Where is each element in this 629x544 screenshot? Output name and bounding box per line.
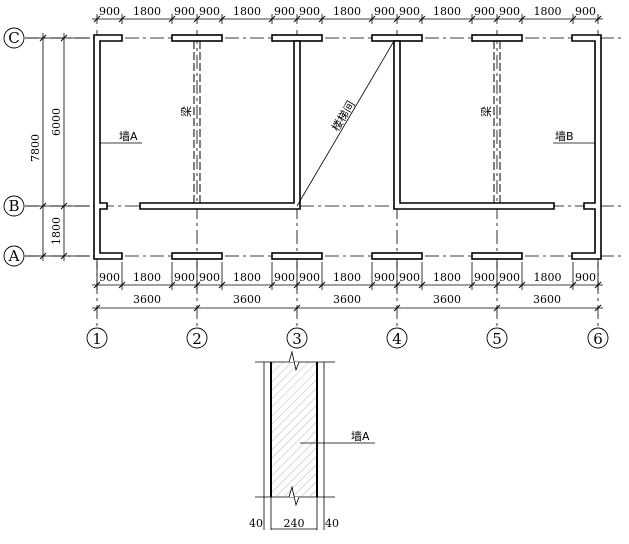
detail-dim-wall: 240 [284, 517, 305, 530]
axis-label-column: 3 [292, 330, 302, 348]
axis-bubble [186, 327, 208, 349]
axis-bubble [386, 327, 408, 349]
bottom-dim-label: 900 [99, 271, 120, 284]
detail-dim-right: 40 [325, 517, 339, 530]
bottom-dim-label: 900 [399, 271, 420, 284]
axis-label-row: B [8, 197, 19, 215]
beam-label-1: 梁 [179, 106, 193, 117]
bottom-dim-label: 1800 [433, 271, 461, 284]
axis-bubble [3, 245, 25, 267]
wall-a-label: 墙A [119, 129, 138, 143]
bay-dim-label: 3600 [333, 293, 361, 306]
dim-tick [60, 252, 68, 260]
bottom-dim-label: 900 [474, 271, 495, 284]
axis-label-column: 2 [192, 330, 202, 348]
bottom-dim-label: 900 [199, 271, 220, 284]
top-dim-label: 900 [274, 5, 295, 18]
axis-bubble [587, 327, 609, 349]
axis-bubble [286, 327, 308, 349]
bottom-dim-label: 1800 [233, 271, 261, 284]
bottom-dim-label: 900 [575, 271, 596, 284]
dim-tick [493, 304, 501, 312]
axis-bubble [86, 327, 108, 349]
bay-dim-label: 3600 [433, 293, 461, 306]
dim-tick [60, 34, 68, 42]
wall-a-detail: 墙A 40 240 40 [249, 350, 375, 530]
stair-label: 楼梯间 [329, 98, 358, 133]
dim-tick [39, 252, 47, 260]
top-dim-label: 900 [575, 5, 596, 18]
detail-wall-label: 墙A [351, 429, 370, 443]
top-dim-label: 900 [399, 5, 420, 18]
beams [193, 41, 501, 203]
top-dim-label: 1800 [433, 5, 461, 18]
axis-label-row: A [8, 247, 20, 265]
bottom-dim-label: 900 [299, 271, 320, 284]
bottom-dim-label: 900 [499, 271, 520, 284]
top-dim-label: 1800 [133, 5, 161, 18]
axis-label-row: C [8, 29, 19, 47]
dim-tick [93, 304, 101, 312]
bay-dim-label: 3600 [233, 293, 261, 306]
dim-1800: 1800 [50, 217, 63, 245]
top-dim-label: 900 [99, 5, 120, 18]
detail-dim-left: 40 [249, 517, 263, 530]
walls [93, 34, 602, 260]
beam-label-2: 梁 [479, 106, 493, 117]
bottom-dim-label: 1800 [534, 271, 562, 284]
top-dim-label: 900 [299, 5, 320, 18]
dim-tick [393, 304, 401, 312]
axis-label-column: 4 [392, 330, 402, 348]
top-dim-label: 900 [199, 5, 220, 18]
bottom-dim-label: 900 [374, 271, 395, 284]
axis-bubble [3, 195, 25, 217]
top-dim-label: 900 [499, 5, 520, 18]
bay-dim-label: 3600 [533, 293, 561, 306]
axis-label-column: 1 [92, 330, 102, 348]
top-dim-label: 900 [374, 5, 395, 18]
top-dim-label: 900 [474, 5, 495, 18]
dim-7800: 7800 [29, 134, 42, 162]
dim-tick [39, 202, 47, 210]
axis-bubble [486, 327, 508, 349]
dim-tick [60, 202, 68, 210]
top-dim-label: 900 [174, 5, 195, 18]
stair-diagonal [296, 40, 395, 207]
bottom-dim-label: 1800 [333, 271, 361, 284]
top-dim-label: 1800 [233, 5, 261, 18]
bottom-dim-label: 1800 [133, 271, 161, 284]
top-dim-label: 1800 [534, 5, 562, 18]
bay-dim-label: 3600 [133, 293, 161, 306]
dim-tick [193, 304, 201, 312]
wall-b-label: 墙B [555, 129, 574, 143]
bottom-dim-label: 900 [174, 271, 195, 284]
bottom-dim-label: 900 [274, 271, 295, 284]
dimension-lines [25, 18, 603, 309]
top-dim-label: 1800 [333, 5, 361, 18]
dim-tick [39, 34, 47, 42]
axis-label-column: 6 [593, 330, 603, 348]
dim-tick [293, 304, 301, 312]
dim-tick [594, 304, 602, 312]
axis-label-column: 5 [492, 330, 502, 348]
axis-bubble [3, 27, 25, 49]
dim-6000: 6000 [50, 108, 63, 136]
